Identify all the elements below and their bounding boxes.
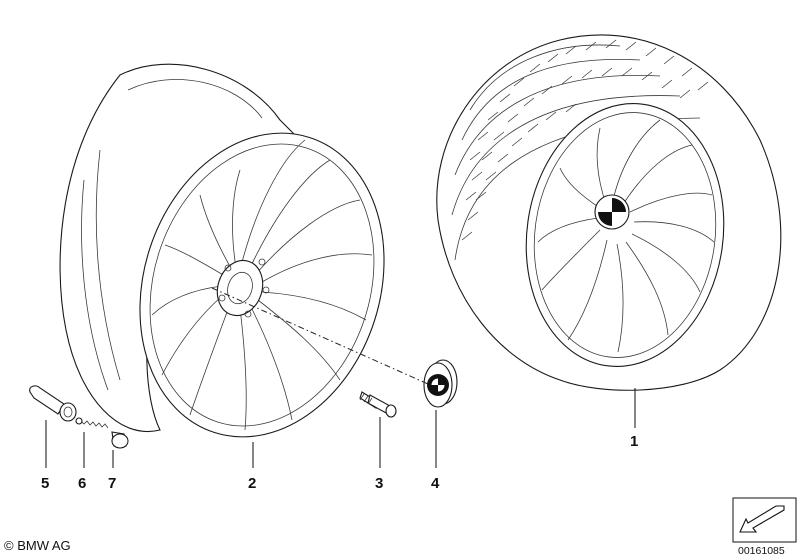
callout-4: 4 [431,475,440,492]
drawing-number-box: 00161085 [732,497,797,557]
rim-illustration [59,63,385,438]
callout-2: 2 [248,475,256,492]
copyright-notice: © BMW AG [4,538,71,553]
leader-lines [45,388,636,468]
callout-7: 7 [108,475,116,492]
valve-insert-illustration [75,417,109,429]
hub-cap-illustration [423,359,458,408]
callout-6: 6 [78,475,86,492]
assembly-axis-line [211,287,429,385]
callout-5: 5 [41,475,49,492]
complete-wheel-illustration [436,34,782,391]
wheel-bolt-illustration [359,391,397,418]
callout-1: 1 [630,433,638,450]
callout-3: 3 [375,475,383,492]
direction-arrow-icon [739,505,785,533]
drawing-number: 00161085 [738,545,785,557]
valve-illustration [29,385,77,422]
valve-cap-illustration [111,431,129,449]
